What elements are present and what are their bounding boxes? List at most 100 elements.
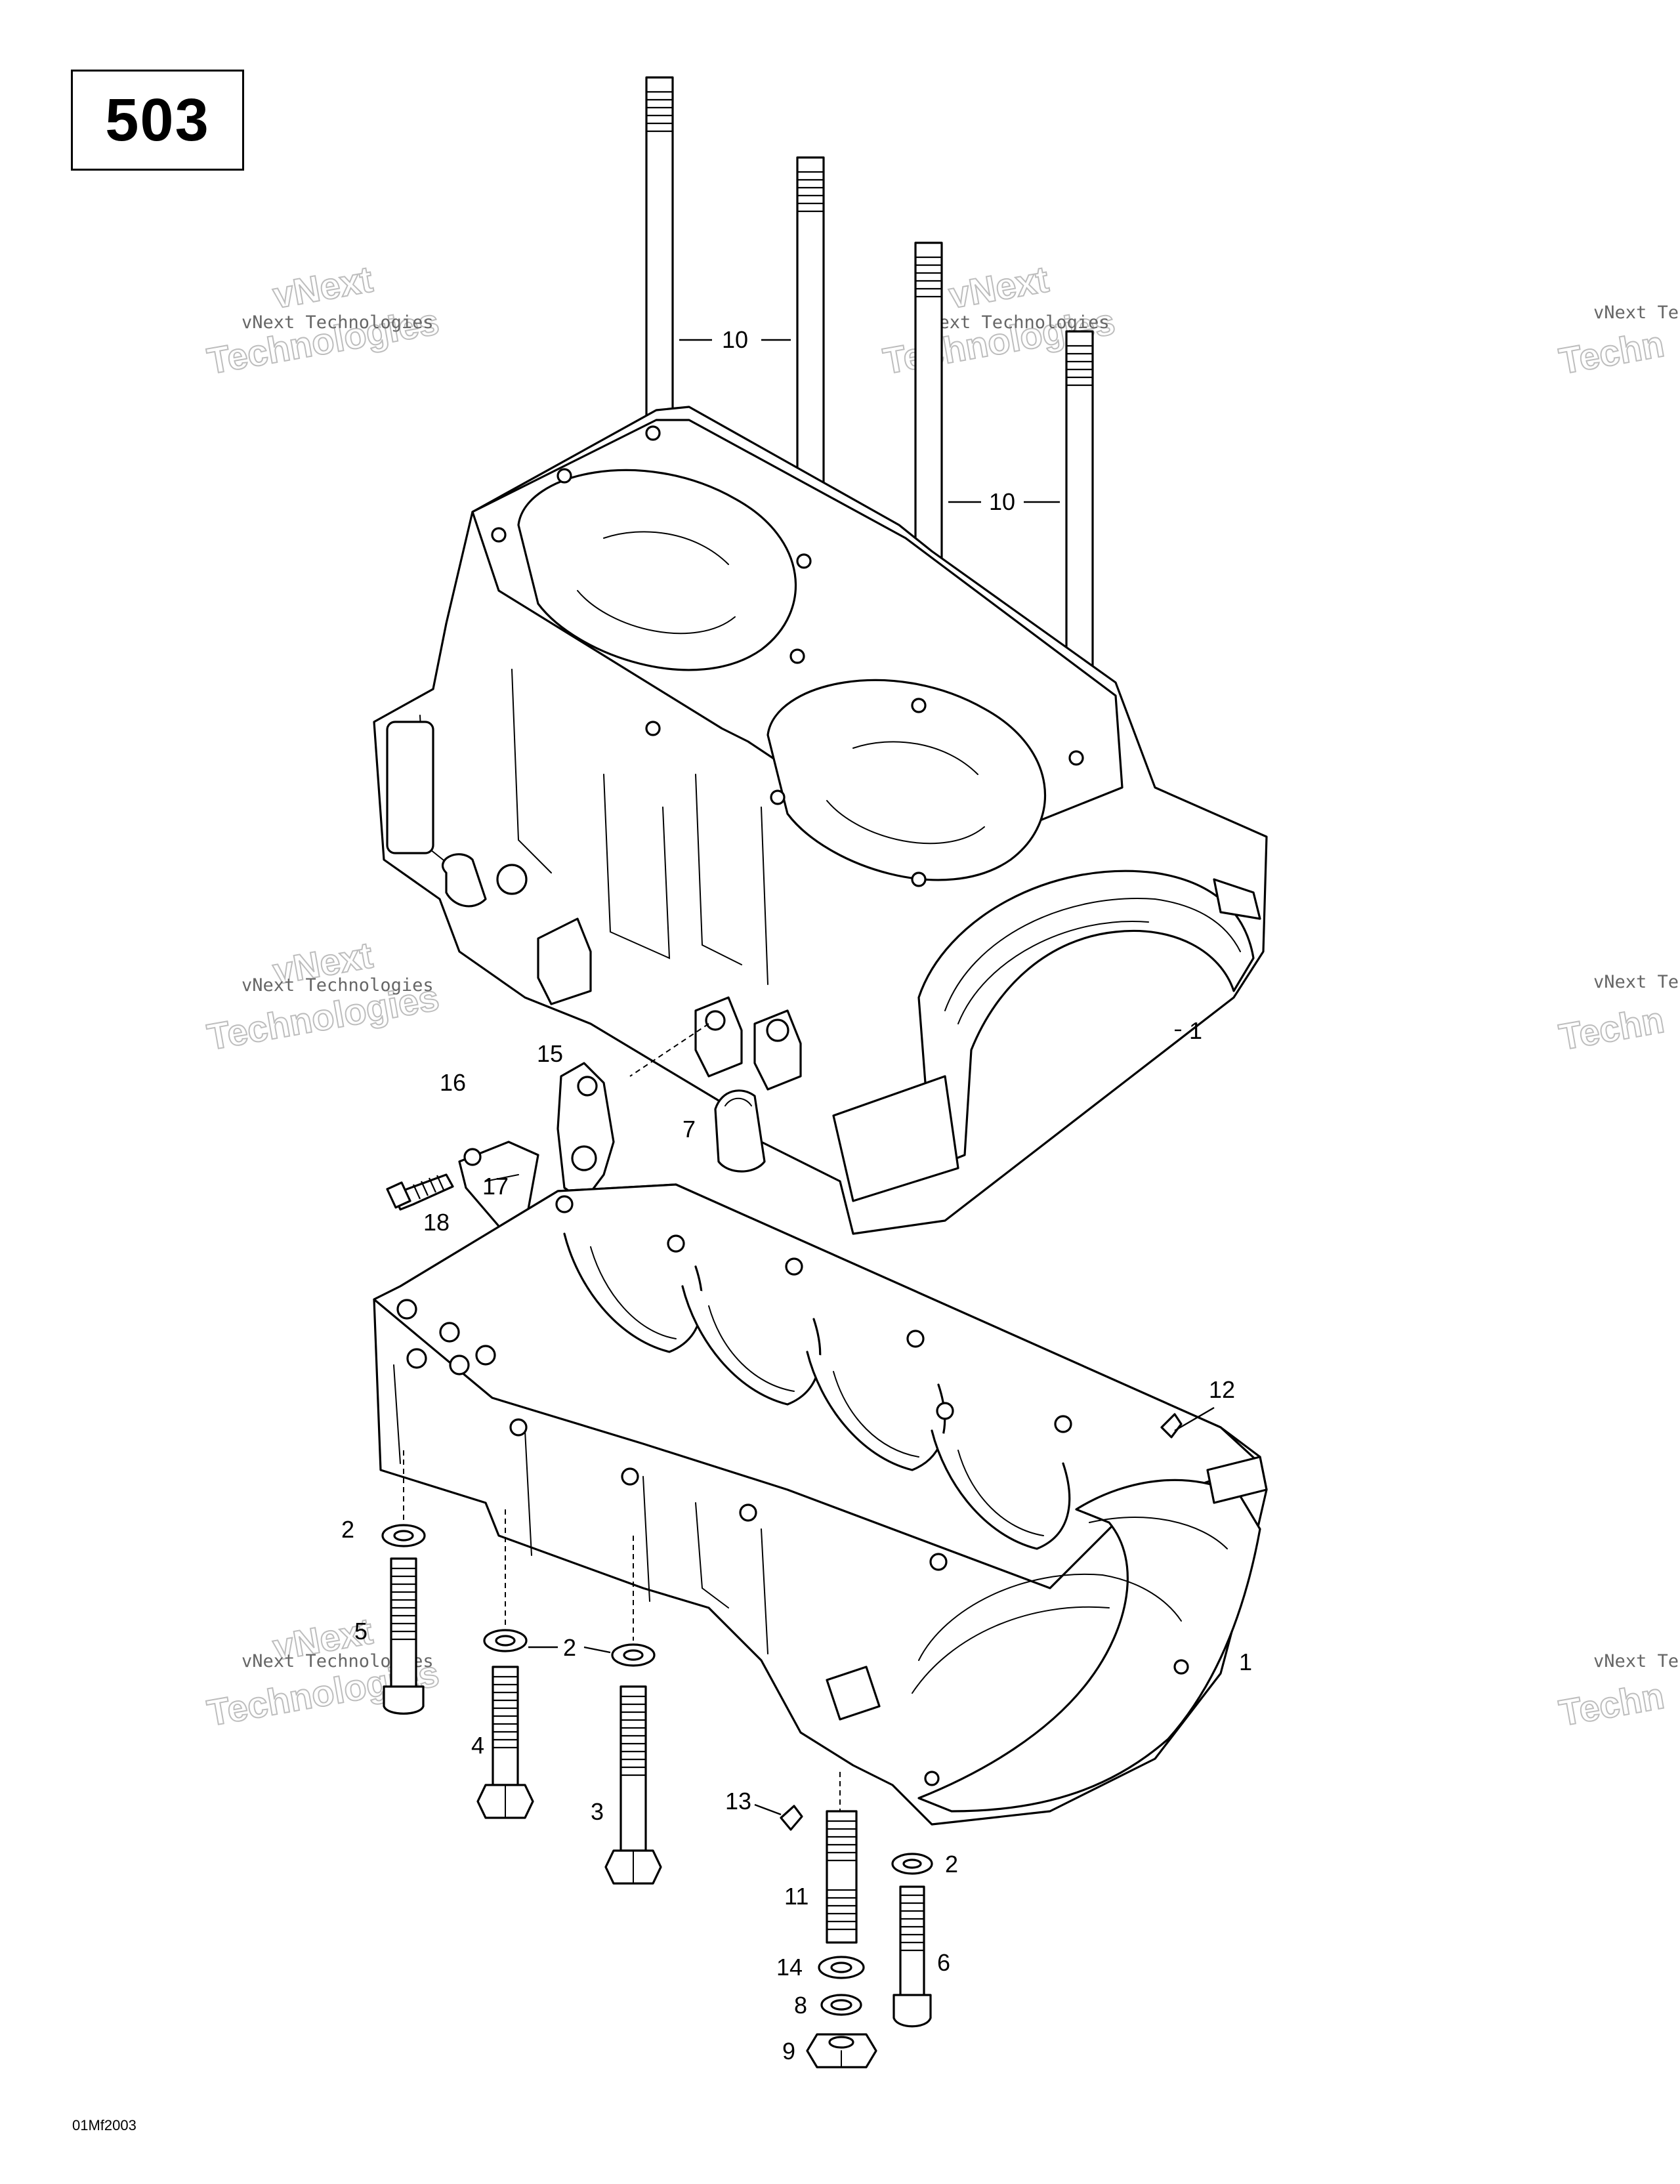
callout-7: 7 (682, 1116, 696, 1143)
leader-line (583, 1646, 611, 1654)
flange-tab (826, 1666, 881, 1721)
callout-1-lower: 1 (1239, 1648, 1252, 1675)
bore-detail (826, 800, 985, 845)
lower-crankcase (373, 1183, 1268, 1826)
bolt-hole (770, 789, 786, 805)
page-number-badge: 503 (71, 70, 244, 171)
flange-detail (1089, 1517, 1228, 1549)
bolt-hole (911, 872, 927, 887)
figure-code: 01Mf2003 (72, 2117, 136, 2133)
screw-head (892, 1994, 932, 2028)
bolt-hole (439, 1322, 460, 1343)
seal-ring (957, 921, 1149, 1024)
bolt-head (386, 1181, 411, 1209)
callout-16: 16 (440, 1069, 466, 1096)
journal-detail (833, 1371, 919, 1458)
bolt-hole (509, 1418, 528, 1437)
callout-14: 14 (776, 1954, 803, 1981)
flange-ear (1206, 1456, 1268, 1504)
watermark-big: vNext (270, 1610, 375, 1668)
watermark-text: vNext Technologies (917, 312, 1110, 333)
bolt-hole (785, 1257, 803, 1276)
callout-2-right: 2 (945, 1851, 958, 1878)
callout-18: 18 (423, 1209, 450, 1236)
leader-line (754, 1803, 782, 1816)
bolt-shank (620, 1685, 647, 1852)
callout-12: 12 (1209, 1376, 1235, 1403)
flange-tab (832, 1075, 959, 1202)
upper-crankcase (373, 406, 1268, 1235)
dowel-pin (1160, 1413, 1183, 1438)
bolt-4 (476, 1666, 534, 1819)
pin-13 (780, 1805, 803, 1831)
watermark-text: vNext Te (1593, 972, 1679, 992)
cylinder-bore-2 (766, 679, 1047, 881)
bolt-hole (1173, 1659, 1189, 1675)
bolt-3 (604, 1685, 662, 1885)
assembly-axis (629, 1023, 709, 1077)
bore-detail (577, 590, 736, 635)
washer-hole (830, 1962, 852, 1973)
journal-saddle (806, 1351, 946, 1471)
bolt-hole (449, 1354, 470, 1376)
washer-hole (830, 1999, 852, 2011)
bracket-hole (571, 1145, 597, 1171)
bolt-hole (796, 553, 812, 569)
bolt-hole (406, 1348, 427, 1369)
callout-6: 6 (937, 1949, 950, 1976)
bolt-hole (906, 1330, 925, 1348)
rib (761, 1528, 768, 1654)
watermark-text: vNext Te (1593, 1651, 1679, 1671)
bolt-hole (929, 1553, 948, 1571)
bolt-hole (1054, 1415, 1072, 1433)
bore-detail (852, 741, 978, 775)
watermark-text: vNext Technologies (242, 312, 434, 333)
watermark-big: Techn (1556, 323, 1667, 382)
journal-detail (590, 1246, 677, 1339)
boss-hole (496, 864, 528, 895)
bolt-hole (739, 1503, 757, 1522)
seal-body (714, 1089, 766, 1173)
nut-9 (806, 2033, 877, 2068)
mount-boss (386, 721, 434, 854)
bolt-hole (555, 1195, 574, 1213)
rib (695, 1502, 729, 1608)
bolt-hole (924, 1771, 940, 1786)
washer-hole (393, 1530, 414, 1542)
bolt-hole (789, 648, 805, 664)
bolt-hole (667, 1234, 685, 1253)
callout-10: 10 (722, 326, 748, 353)
watermark-text: vNext Technologies (242, 975, 434, 996)
callout-1-upper: 1 (1189, 1017, 1202, 1044)
bolt-hole (491, 527, 507, 543)
seal-lip (724, 1097, 752, 1106)
rib (393, 1364, 401, 1464)
washer-hole (902, 1858, 922, 1869)
stud-body (826, 1810, 858, 1944)
rib (511, 669, 552, 873)
bolt-hole (475, 1345, 496, 1366)
bearing-saddle (917, 870, 1255, 1169)
bolt-hole (621, 1467, 639, 1486)
washer-hole (623, 1649, 644, 1661)
bracket (556, 1062, 615, 1202)
bolt-hole (645, 425, 661, 441)
bracket-assembly (386, 1062, 615, 1235)
rib (603, 774, 671, 959)
boss-hole (766, 1018, 789, 1042)
bore-detail (603, 531, 729, 565)
bolt-hole (556, 468, 572, 484)
stud-11 (826, 1810, 858, 1944)
rib (524, 1430, 532, 1556)
watermark-big: vNext (946, 258, 1051, 316)
callout-13: 13 (725, 1788, 751, 1815)
rib (761, 807, 768, 985)
screw-6 (892, 1885, 932, 2028)
callout-2-left: 2 (341, 1516, 354, 1543)
seal-ring (944, 898, 1241, 1011)
lock-washer (463, 1148, 482, 1166)
callout-4: 4 (471, 1732, 484, 1759)
screw-5 (383, 1557, 425, 1715)
watermark-big: Techn (1556, 999, 1667, 1058)
